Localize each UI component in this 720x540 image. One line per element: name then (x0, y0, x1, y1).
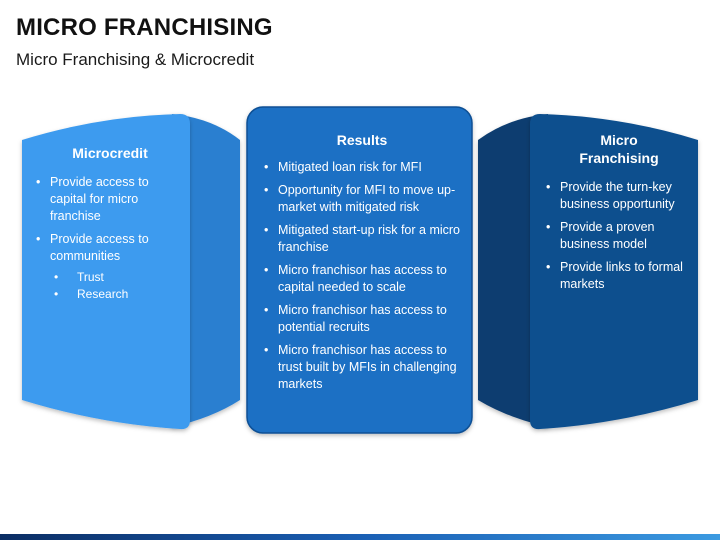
micro-franchising-heading: Micro Franchising (546, 131, 692, 167)
list-item-text: Micro franchisor has access to trust bui… (278, 343, 457, 391)
list-item: Mitigated loan risk for MFI (264, 159, 460, 176)
micro-franchising-panel: Micro Franchising Provide the turn-key b… (546, 131, 692, 299)
list-item: Micro franchisor has access to potential… (264, 302, 460, 336)
microcredit-panel: Microcredit Provide access to capital fo… (36, 144, 184, 309)
list-item-text: Mitigated start-up risk for a micro fran… (278, 223, 460, 254)
sub-list-item: Trust (50, 269, 184, 286)
list-item-text: Micro franchisor has access to potential… (278, 303, 447, 334)
page-subtitle: Micro Franchising & Microcredit (16, 50, 255, 69)
footer-bar (0, 534, 720, 540)
list-item: Micro franchisor has access to capital n… (264, 262, 460, 296)
micro-franchising-heading-line1: Micro (600, 132, 638, 148)
microcredit-heading: Microcredit (72, 145, 148, 161)
list-item: Provide access to communities Trust Rese… (36, 231, 184, 303)
list-item-text: Mitigated loan risk for MFI (278, 160, 422, 174)
list-item: Provide the turn-key business opportunit… (546, 179, 692, 213)
list-item-text: Provide access to capital for micro fran… (50, 175, 149, 223)
list-item-text: Provide a proven business model (560, 220, 655, 251)
results-list: Mitigated loan risk for MFI Opportunity … (264, 159, 460, 393)
list-item: Opportunity for MFI to move up-market wi… (264, 182, 460, 216)
list-item: Provide links to formal markets (546, 259, 692, 293)
list-item-text: Opportunity for MFI to move up-market wi… (278, 183, 456, 214)
micro-franchising-list: Provide the turn-key business opportunit… (546, 179, 692, 293)
list-item: Provide a proven business model (546, 219, 692, 253)
list-item-text: Provide the turn-key business opportunit… (560, 180, 675, 211)
microcredit-list: Provide access to capital for micro fran… (36, 174, 184, 303)
list-item-text: Provide links to formal markets (560, 260, 683, 291)
results-heading: Results (336, 132, 388, 148)
list-item: Micro franchisor has access to trust bui… (264, 342, 460, 393)
list-item: Provide access to capital for micro fran… (36, 174, 184, 225)
results-panel-content: Results Mitigated loan risk for MFI Oppo… (264, 131, 460, 399)
micro-franchising-heading-line2: Franchising (579, 150, 659, 166)
list-item-text: Provide access to communities (50, 232, 149, 263)
list-item-text: Micro franchisor has access to capital n… (278, 263, 447, 294)
list-item: Mitigated start-up risk for a micro fran… (264, 222, 460, 256)
sub-list: Trust Research (50, 269, 184, 303)
page-title: MICRO FRANCHISING (16, 14, 273, 41)
sub-list-item: Research (50, 286, 184, 303)
